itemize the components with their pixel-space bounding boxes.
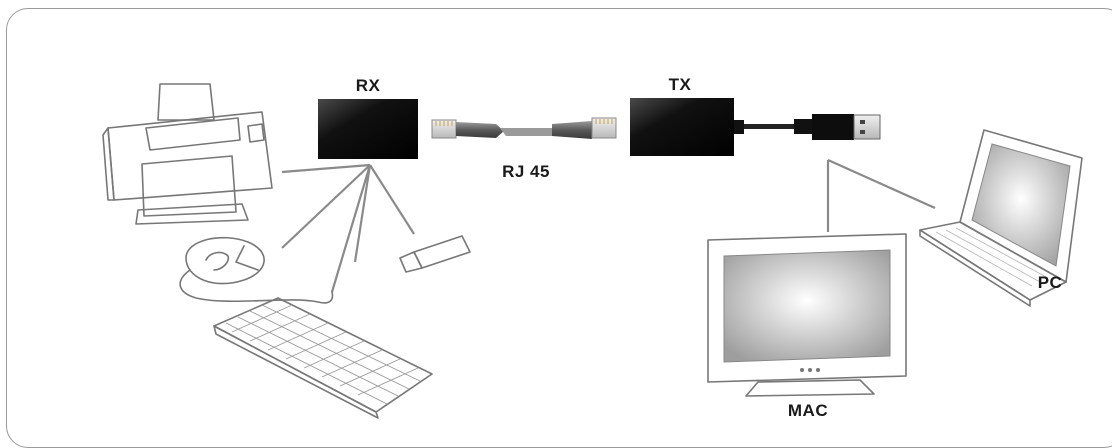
tx-box xyxy=(630,98,734,156)
rx-connection-lines xyxy=(281,163,415,293)
tx-label: TX xyxy=(669,75,692,94)
laptop-icon xyxy=(919,129,1083,307)
keyboard-icon xyxy=(213,297,433,419)
rx-box xyxy=(318,99,418,159)
rj45-cable xyxy=(431,117,617,139)
pc-label: PC xyxy=(1038,273,1063,292)
usb-extender-diagram: RX RJ 45 TX xyxy=(102,75,1083,420)
monitor-icon xyxy=(707,233,907,397)
rx-label: RX xyxy=(356,76,381,95)
tx-connection-lines xyxy=(826,158,936,232)
usb-stick-icon xyxy=(399,235,471,273)
printer-icon xyxy=(102,83,273,225)
rj45-label: RJ 45 xyxy=(502,162,550,181)
mouse-icon xyxy=(179,236,334,304)
mac-label: MAC xyxy=(788,401,828,420)
usb-plug-icon xyxy=(734,114,881,140)
